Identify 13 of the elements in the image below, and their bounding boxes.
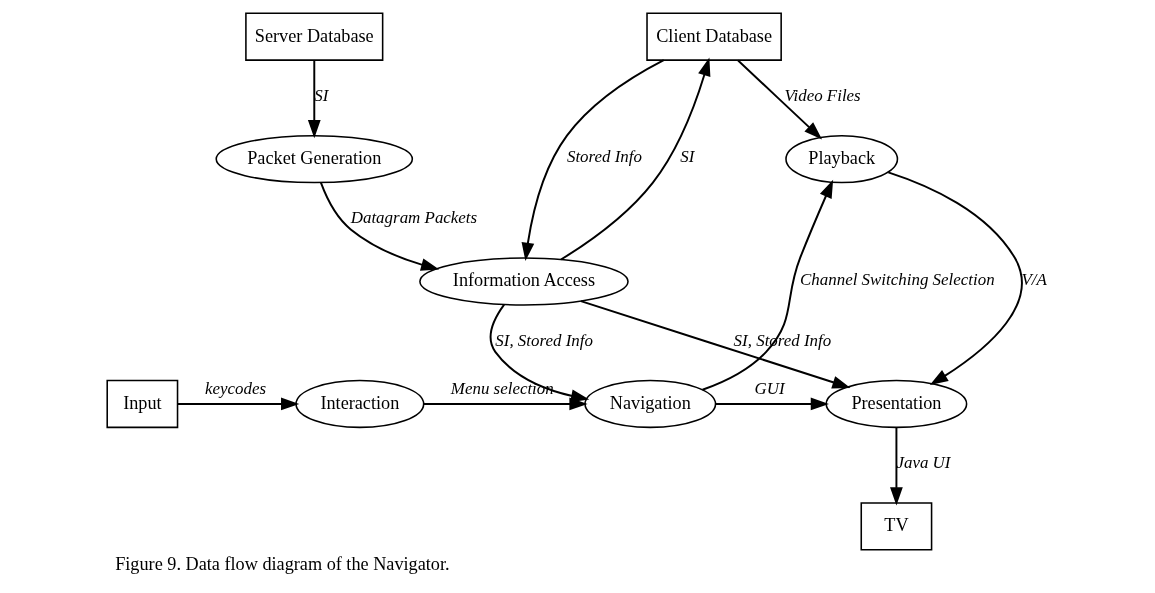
edge-label: SI, Stored Info	[494, 330, 593, 350]
edge-label: Java UI	[895, 453, 950, 473]
edge-label: V/A	[1020, 269, 1047, 289]
edge-label: Video Files	[783, 86, 861, 106]
edge-label: GUI	[754, 379, 785, 399]
edge-label: SI	[679, 147, 694, 167]
edge-label: Stored Info	[566, 147, 642, 167]
edge-label: SI	[313, 86, 328, 106]
edge-label: Channel Switching Selection	[799, 269, 995, 289]
caption: Figure 9. Data flow diagram of the Navigator.	[114, 553, 450, 574]
edge-label: Menu selection	[450, 379, 554, 399]
edge-label: Datagram Packets	[350, 208, 477, 228]
edge-label: keycodes	[204, 379, 266, 399]
